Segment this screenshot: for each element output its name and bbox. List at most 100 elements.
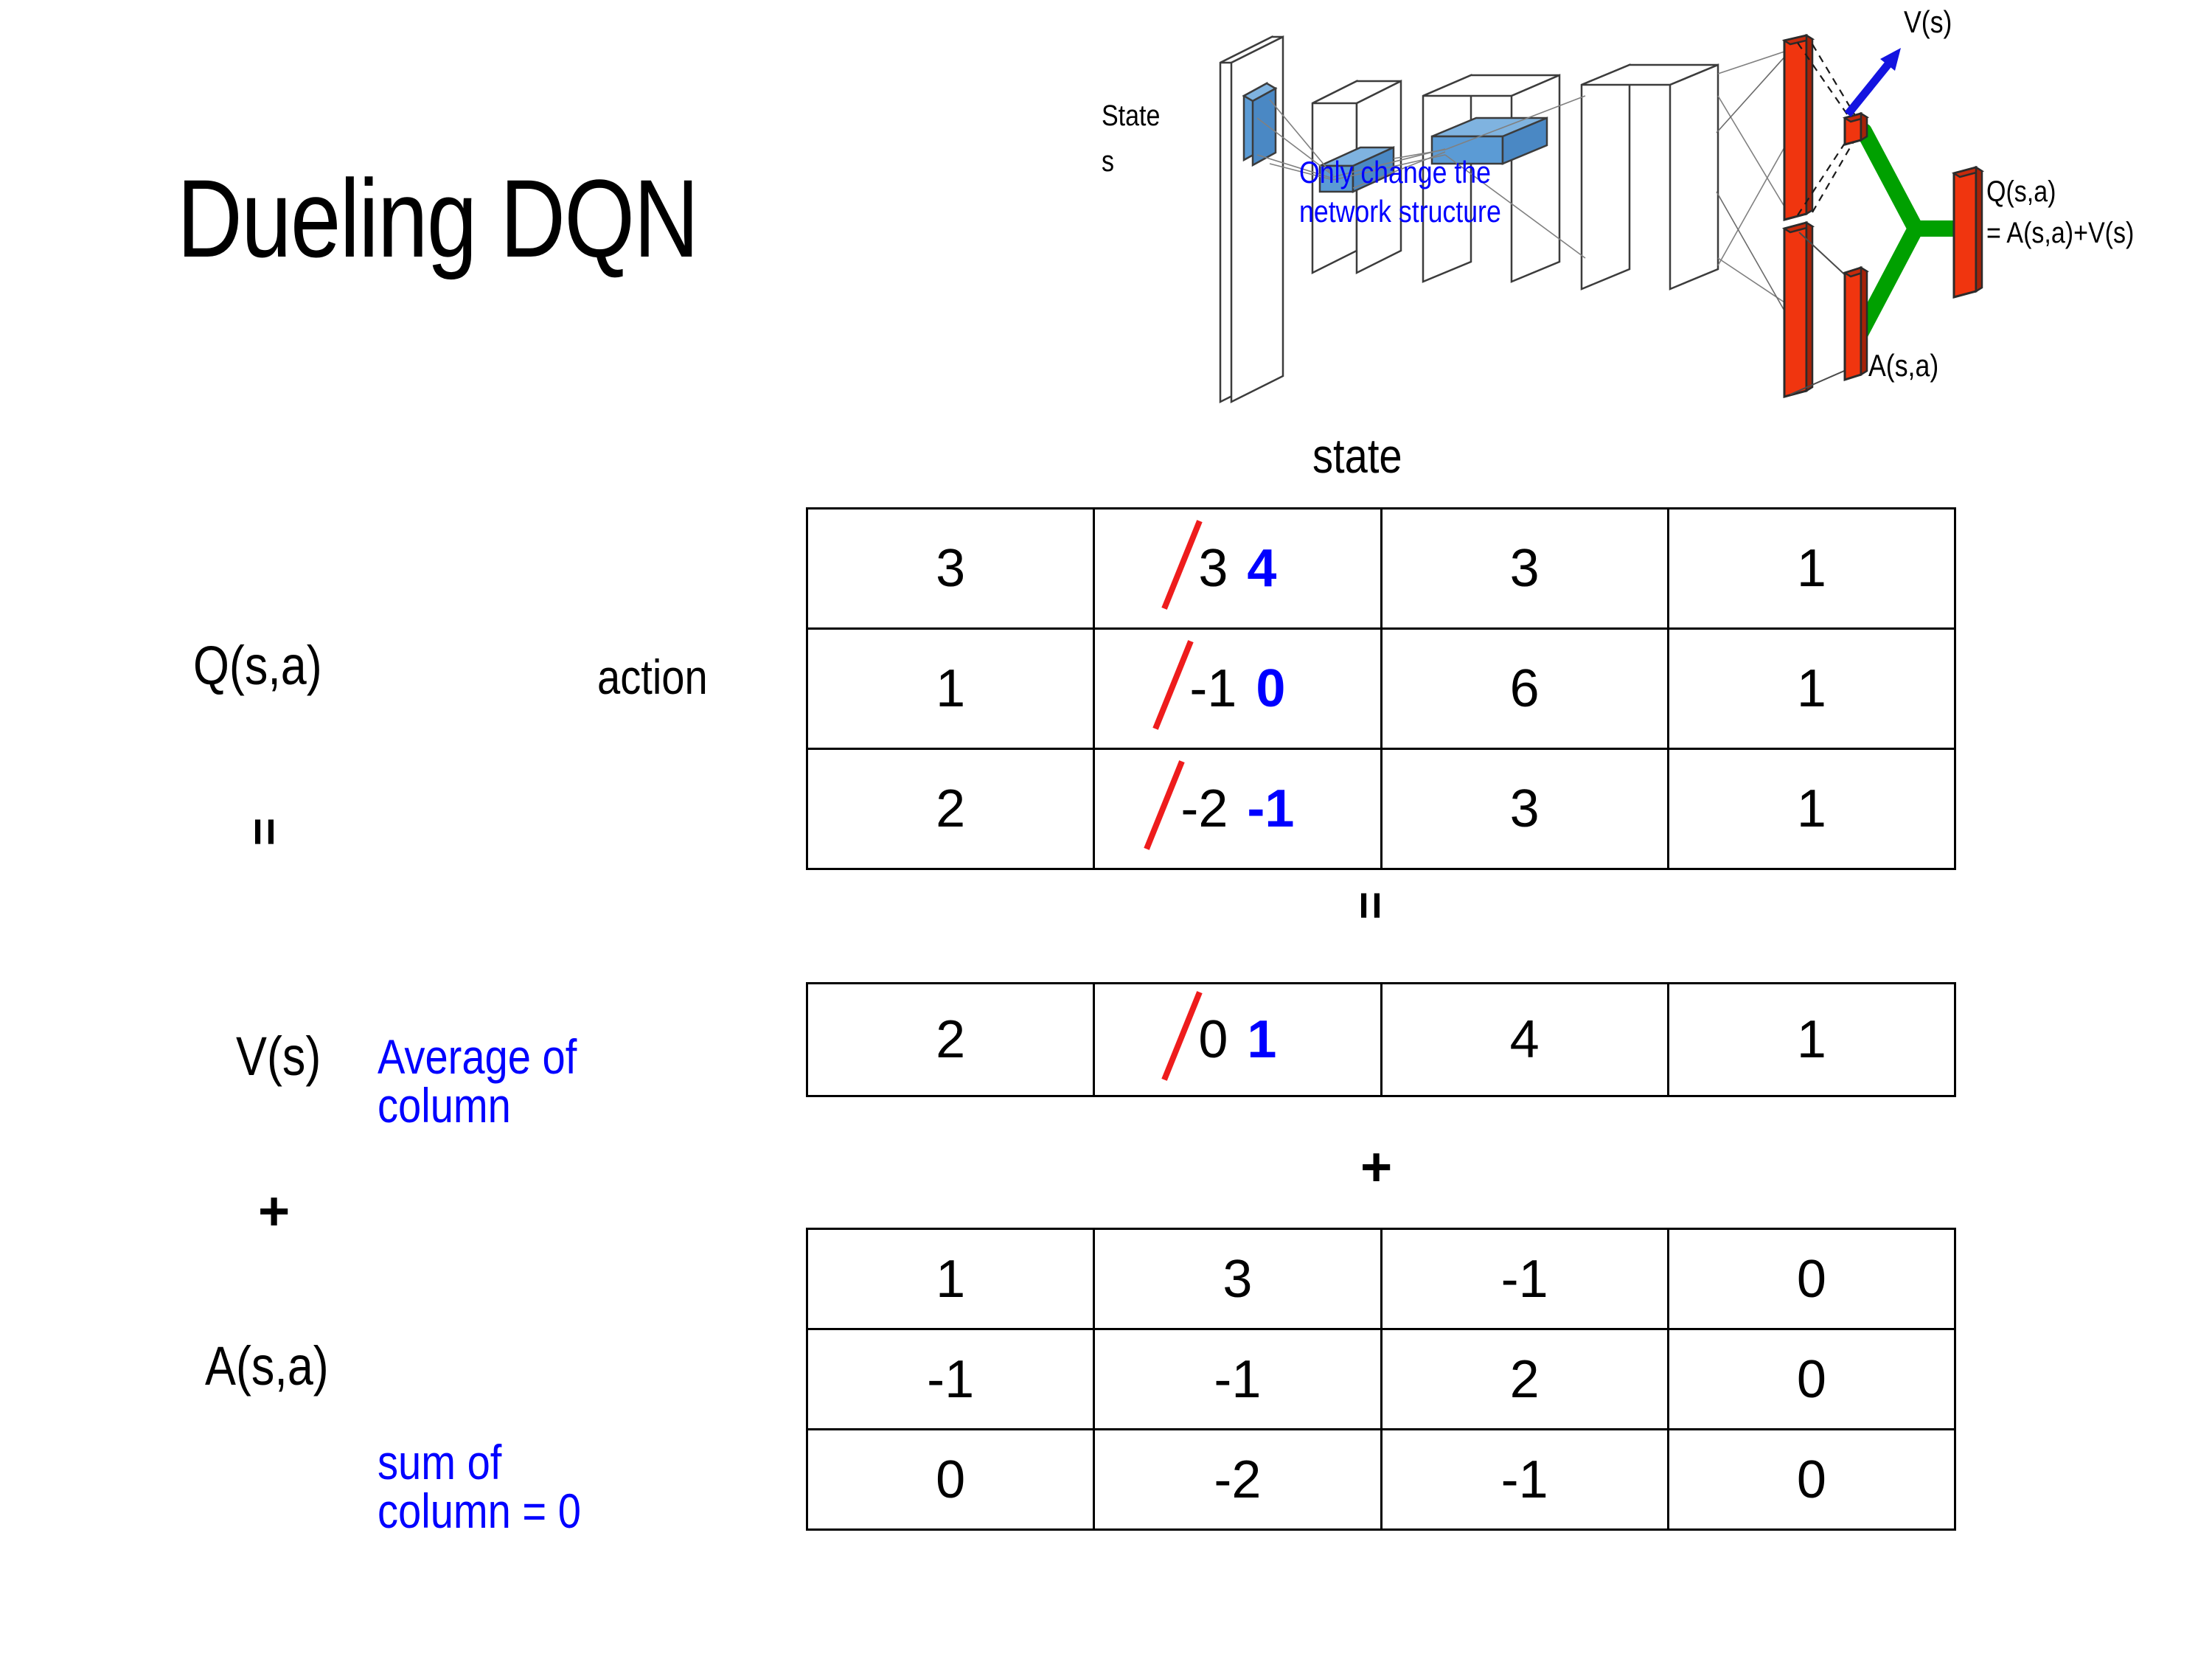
cell-value: 0: [1796, 1349, 1826, 1409]
cell-content: 6: [1382, 630, 1667, 748]
cell-content: 2: [808, 984, 1093, 1095]
table-cell: 3: [805, 507, 1096, 630]
cell-content: 0: [1669, 1230, 1954, 1328]
diagram-value-label: V(s): [1904, 4, 1952, 39]
cell-content: -1: [1095, 1330, 1380, 1428]
diagram-note: Only change the network structure: [1299, 153, 1501, 231]
diagram-state-line1: State: [1102, 100, 1161, 132]
cell-value: -1: [927, 1349, 975, 1409]
table-row: 0 -2 -1 0: [805, 1428, 1957, 1531]
cell-content: 4: [1382, 984, 1667, 1095]
table-cell: 1: [1666, 748, 1957, 870]
plus-sign-center: +: [1360, 1136, 1393, 1197]
table-cell: -1 0: [1093, 627, 1382, 750]
v-table-label: V(s): [236, 1026, 321, 1087]
corrected-new-value: -1: [1247, 779, 1295, 838]
table-cell: 1: [805, 1228, 1096, 1330]
cell-value: -2: [1214, 1450, 1262, 1509]
cell-content: 1: [1669, 509, 1954, 627]
cell-content: 3: [1382, 750, 1667, 868]
equals-sign-center: =: [1343, 891, 1399, 920]
cell-value: -1: [1500, 1249, 1548, 1309]
plus-sign-left: +: [258, 1180, 291, 1242]
cell-value: 3: [1509, 539, 1540, 598]
diagram-note-line2: network structure: [1299, 193, 1501, 229]
cell-content: 1: [1669, 750, 1954, 868]
action-axis-label: action: [597, 650, 708, 704]
average-note-line2: column: [378, 1078, 511, 1133]
table-cell: 2: [805, 748, 1096, 870]
table-cell: 3: [1093, 1228, 1382, 1330]
table-row: 1 -1 0 6 1: [805, 627, 1957, 750]
cell-value: 2: [936, 1010, 966, 1069]
diagram-state-line2: s: [1102, 145, 1114, 178]
diagram-q-line2: = A(s,a)+V(s): [1986, 217, 2135, 249]
cell-content: 1: [1669, 984, 1954, 1095]
cell-content: 1: [808, 1230, 1093, 1328]
average-note-line1: Average of: [378, 1029, 577, 1084]
cell-content: 3: [1382, 509, 1667, 627]
table-cell: 2: [1380, 1328, 1669, 1430]
cell-value: 3: [936, 539, 966, 598]
table-cell: 0: [805, 1428, 1096, 1531]
cell-content: -1 0: [1095, 630, 1380, 748]
table-cell: -2: [1093, 1428, 1382, 1531]
cell-content: -2 -1: [1095, 750, 1380, 868]
table-cell: 1: [1666, 982, 1957, 1097]
table-cell: -2 -1: [1093, 748, 1382, 870]
diagram-state-label: State s: [1102, 93, 1160, 184]
struck-old-value: -1: [1189, 659, 1237, 718]
cell-content: -1: [1382, 1230, 1667, 1328]
table-cell: -1: [1380, 1428, 1669, 1531]
cell-content: 1: [808, 630, 1093, 748]
table-cell: 2: [805, 982, 1096, 1097]
table-cell: 3: [1380, 748, 1669, 870]
table-cell: 1: [1666, 507, 1957, 630]
table-cell: 1: [1666, 627, 1957, 750]
corrected-new-value: 4: [1247, 539, 1277, 598]
struck-old-value: -2: [1180, 779, 1228, 838]
cell-value: 0: [1796, 1450, 1826, 1509]
table-cell: -1: [805, 1328, 1096, 1430]
cell-value: 3: [1222, 1249, 1253, 1309]
table-row: 1 3 -1 0: [805, 1228, 1957, 1330]
cell-content: -2: [1095, 1430, 1380, 1528]
table-cell: -1: [1093, 1328, 1382, 1430]
corrected-new-value: 1: [1247, 1010, 1277, 1069]
cell-content: 0: [808, 1430, 1093, 1528]
table-cell: 6: [1380, 627, 1669, 750]
table-cell: 0: [1666, 1428, 1957, 1531]
table-cell: 4: [1380, 982, 1669, 1097]
sum-of-column-note: sum of column = 0: [378, 1438, 581, 1535]
cell-value: 0: [1796, 1249, 1826, 1309]
cell-content: 2: [1382, 1330, 1667, 1428]
table-row: -1 -1 2 0: [805, 1328, 1957, 1430]
cell-value: 2: [1509, 1349, 1540, 1409]
cell-value: -1: [1500, 1450, 1548, 1509]
corrected-new-value: 0: [1256, 659, 1286, 718]
table-cell: -1: [1380, 1228, 1669, 1330]
state-axis-label: state: [1312, 428, 1402, 483]
cell-value: 1: [1796, 1010, 1826, 1069]
average-of-column-note: Average of column: [378, 1032, 577, 1130]
diagram-q-line1: Q(s,a): [1986, 175, 2056, 208]
diagram-advantage-label: A(s,a): [1868, 348, 1939, 383]
table-cell: 1: [805, 627, 1096, 750]
cell-value: 1: [936, 1249, 966, 1309]
a-table-label: A(s,a): [205, 1335, 329, 1397]
cell-content: 3: [1095, 1230, 1380, 1328]
cell-value: 1: [1796, 539, 1826, 598]
cell-value: 6: [1509, 659, 1540, 718]
cell-value: 1: [1796, 659, 1826, 718]
